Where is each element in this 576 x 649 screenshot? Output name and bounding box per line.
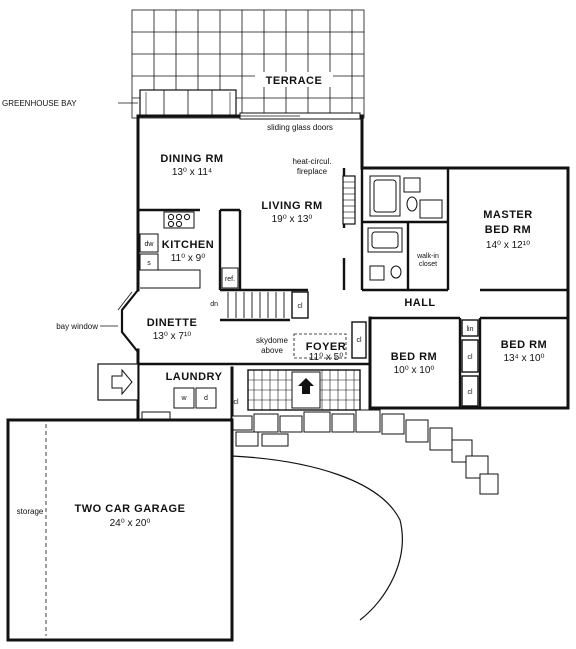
kitchen-fixtures [139, 211, 239, 289]
garage [6, 418, 403, 642]
skydome-label-2: above [261, 346, 283, 355]
greenhouse-bay [118, 89, 237, 117]
walk-in-closet-label-2: closet [419, 261, 437, 268]
bedroom-2-name: BED RM [391, 351, 437, 363]
bedroom-3-dims: 13⁴ x 10⁰ [503, 353, 544, 364]
foyer-dims: 11⁰ x 5⁰ [309, 352, 344, 363]
fireplace [342, 175, 356, 225]
skydome-label-1: skydome [256, 336, 289, 345]
interior-walls [138, 168, 568, 408]
storage-label: storage [17, 507, 44, 516]
living-room-name: LIVING RM [261, 200, 322, 212]
ref-label: ref. [225, 276, 235, 283]
dining-room-dims: 13⁰ x 11⁴ [172, 167, 212, 178]
bay-window-label: bay window [56, 322, 98, 331]
kitchen-name: KITCHEN [162, 239, 214, 251]
foyer-name: FOYER [306, 341, 346, 353]
bath-fixtures [367, 175, 443, 281]
side-entry [97, 363, 139, 401]
dinette-dims: 13⁰ x 7¹⁰ [153, 331, 192, 342]
closet-label-bed3b: cl [467, 389, 473, 396]
sink-label: s [147, 260, 151, 267]
closet-label-living: cl [297, 303, 303, 310]
master-bed-name-2: BED RM [485, 224, 531, 236]
dw-label: dw [145, 241, 155, 248]
hall-label: HALL [404, 297, 435, 309]
closet-label-bed3a: cl [467, 354, 473, 361]
skydome [293, 333, 347, 359]
closet-label-laundry: cl [233, 399, 239, 406]
closet-label-foyer: cl [356, 337, 362, 344]
stairs [227, 292, 285, 318]
down-label: dn [210, 301, 218, 308]
washer-label: w [180, 395, 187, 402]
garage-dims: 24⁰ x 20⁰ [110, 518, 151, 529]
terrace-label: TERRACE [266, 75, 323, 87]
sliding-glass-doors [239, 112, 361, 120]
kitchen-dims: 11⁰ x 9⁰ [171, 253, 206, 264]
closets [291, 291, 479, 407]
dining-room-name: DINING RM [160, 153, 223, 165]
dinette-name: DINETTE [147, 317, 198, 329]
walk-in-closet-label-1: walk-in [416, 253, 439, 260]
fireplace-label-2: fireplace [297, 167, 328, 176]
linen-label: lin [466, 326, 473, 333]
master-bed-name: MASTER [483, 209, 532, 221]
fireplace-label-1: heat-circul. [292, 157, 331, 166]
living-room-dims: 19⁰ x 13⁰ [272, 214, 313, 225]
bedroom-2-dims: 10⁰ x 10⁰ [394, 365, 435, 376]
garage-name: TWO CAR GARAGE [75, 503, 186, 515]
bedroom-3-name: BED RM [501, 339, 547, 351]
dinette-bay-window [117, 289, 139, 353]
laundry-fixtures [141, 387, 217, 421]
master-bed-dims: 14⁰ x 12¹⁰ [486, 240, 530, 251]
greenhouse-bay-label: GREENHOUSE BAY [2, 99, 77, 108]
terrace-label-bg [255, 72, 333, 87]
flagstone-walk [231, 409, 499, 495]
sliding-doors-label: sliding glass doors [267, 123, 333, 132]
laundry-label: LAUNDRY [166, 371, 223, 383]
dryer-label: d [204, 395, 208, 402]
entry-planters [247, 369, 361, 411]
